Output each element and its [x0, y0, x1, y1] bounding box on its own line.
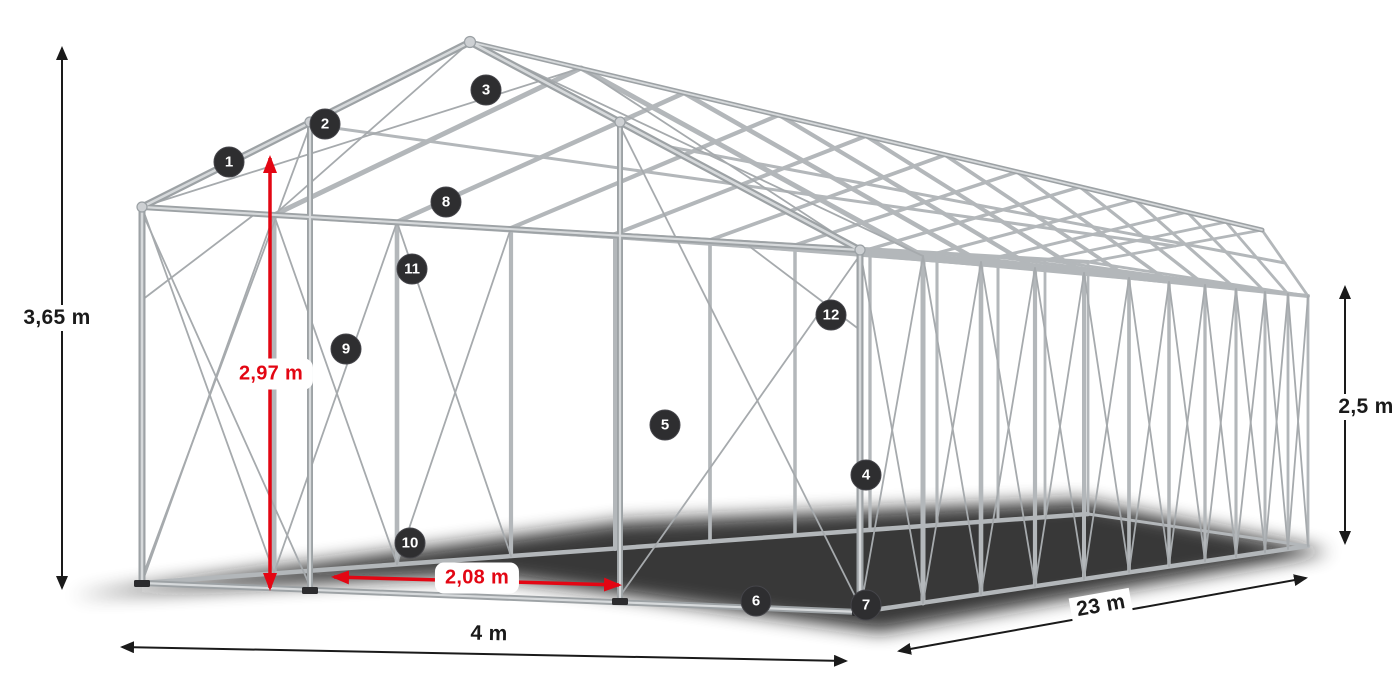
- dimension-label-door-height: 2,97 m: [228, 358, 314, 390]
- marker-2[interactable]: 2: [309, 108, 341, 140]
- marker-1[interactable]: 1: [213, 146, 245, 178]
- marker-9[interactable]: 9: [330, 333, 362, 365]
- dimension-label-side-height: 2,5 m: [1332, 394, 1400, 420]
- marker-7[interactable]: 7: [850, 589, 882, 621]
- front-frame-highlight: [140, 40, 1263, 614]
- dimension-label-width: 4 m: [464, 620, 514, 648]
- dimension-label-ridge-height: 3,65 m: [17, 305, 97, 331]
- marker-6[interactable]: 6: [740, 585, 772, 617]
- arrow-width: [120, 641, 848, 667]
- marker-12[interactable]: 12: [815, 299, 847, 331]
- marker-11[interactable]: 11: [396, 253, 428, 285]
- marker-10[interactable]: 10: [394, 527, 426, 559]
- dimension-label-door-width: 2,08 m: [434, 562, 520, 594]
- marker-4[interactable]: 4: [850, 459, 882, 491]
- ground-shadow: [70, 500, 1330, 632]
- frame-structure: [134, 35, 1311, 616]
- marker-5[interactable]: 5: [649, 409, 681, 441]
- marker-8[interactable]: 8: [430, 186, 462, 218]
- marker-3[interactable]: 3: [470, 74, 502, 106]
